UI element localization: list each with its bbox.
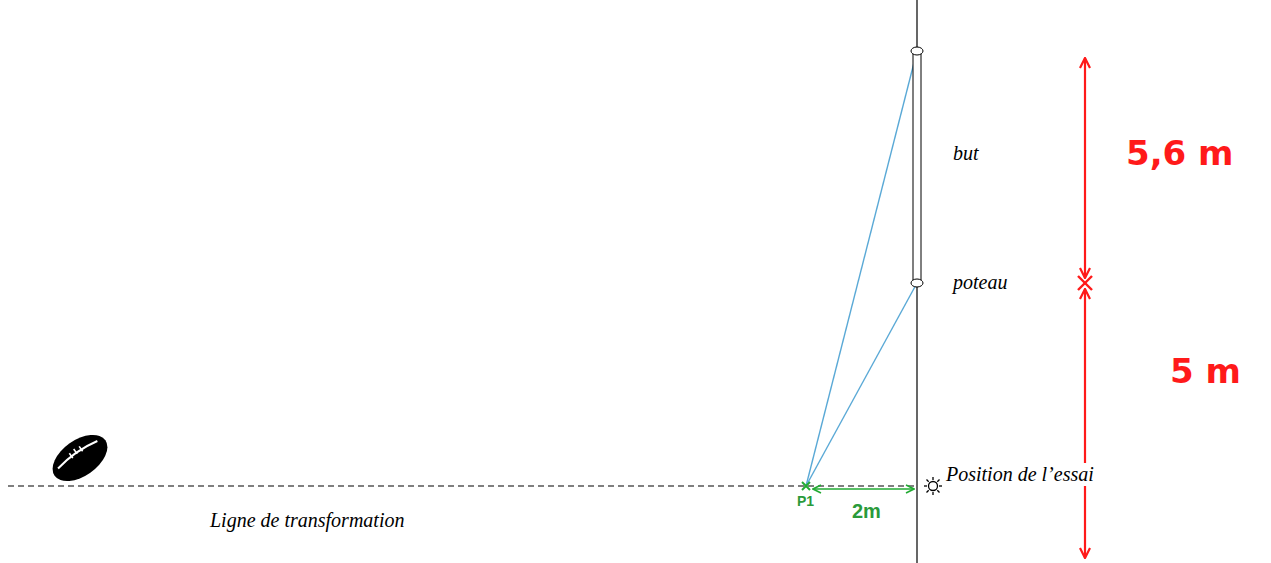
dimension-label: 2m [852, 500, 881, 523]
location-label: Position de l’essai [944, 463, 1096, 486]
try-symbol [924, 477, 942, 495]
goal-post [911, 279, 923, 287]
dimension-label: 5,6 m [1126, 134, 1234, 173]
dimension-arrow [1084, 58, 1086, 278]
point-marker [802, 482, 810, 490]
dimension-label: 5 m [1170, 352, 1241, 391]
conversion-line [8, 485, 917, 486]
line-label: Ligne de transformation [210, 509, 404, 532]
goal-bar [913, 51, 921, 283]
distance-arrow [813, 488, 914, 490]
rugby-ball [44, 425, 115, 490]
goal-post [911, 47, 923, 55]
dimension-mark [1078, 276, 1092, 290]
point-label: P1 [797, 493, 814, 509]
sight-line [806, 51, 917, 486]
part-label: poteau [953, 271, 1007, 294]
part-label: but [953, 142, 979, 165]
dimension-arrow [1084, 289, 1086, 558]
sight-line [806, 283, 917, 486]
